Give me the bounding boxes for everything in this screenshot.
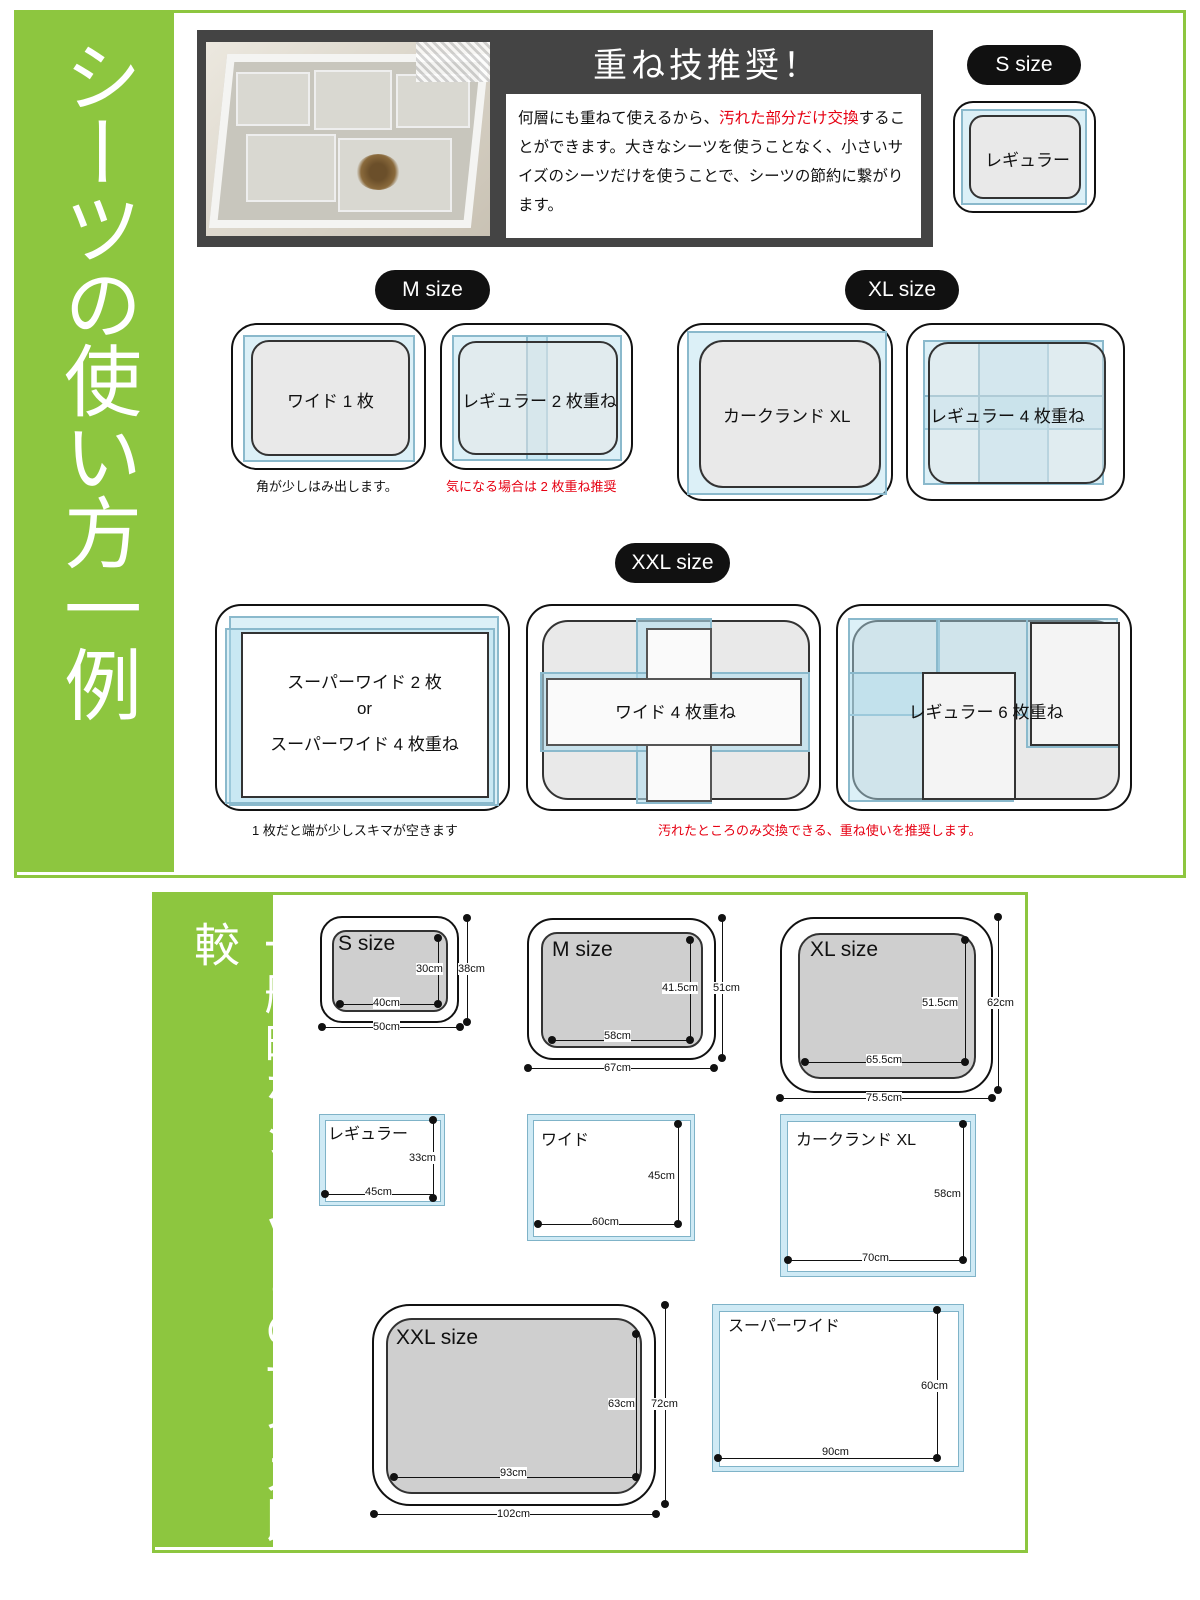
regular-sheet-title: レギュラー bbox=[328, 1126, 409, 1143]
xl-size-kirkland-label: カークランド XL bbox=[723, 407, 851, 426]
s-tray-outer-w: 50cm bbox=[373, 1021, 400, 1033]
tip-banner: 重ね技推奨！ 何層にも重ねて使えるから、汚れた部分だけ交換することができます。大… bbox=[197, 30, 933, 247]
xxl-tray-title: XXL size bbox=[396, 1326, 479, 1349]
xxl-right-caption: 汚れたところのみ交換できる、重ね使いを推奨します。 bbox=[658, 823, 982, 838]
xl-size-tray-kirkland: カークランド XL bbox=[677, 323, 893, 501]
m-size-tray-regular: レギュラー 2 枚重ね bbox=[440, 323, 633, 470]
wide-sheet-title: ワイド bbox=[541, 1132, 590, 1149]
m-tray-outer-w: 67cm bbox=[604, 1062, 631, 1074]
superwide-sheet-diagram bbox=[712, 1304, 964, 1472]
superwide-sheet-w: 90cm bbox=[822, 1446, 849, 1458]
m-size-left-caption: 角が少しはみ出します。 bbox=[256, 479, 398, 494]
size-compare-sidebar: 一般的なシーツとのサイズ比較 bbox=[155, 895, 311, 1547]
m-tray-outer-h: 51cm bbox=[713, 982, 740, 994]
size-compare-vertical-title: 一般的なシーツとのサイズ比較 bbox=[187, 921, 311, 1545]
wide-sheet-h: 45cm bbox=[648, 1170, 675, 1182]
regular-sheet-h: 33cm bbox=[409, 1152, 436, 1164]
m-tray-title: M size bbox=[552, 938, 613, 961]
xxl-tray-outer-w: 102cm bbox=[497, 1508, 531, 1520]
xl-tray-title: XL size bbox=[810, 938, 879, 961]
regular-sheet-w: 45cm bbox=[365, 1186, 392, 1198]
xxl-size-pill: XXL size bbox=[615, 543, 730, 583]
m-size-tray-wide: ワイド 1 枚 bbox=[231, 323, 426, 470]
banner-heading: 重ね技推奨！ bbox=[593, 46, 821, 86]
xxl-tray-inner-w: 93cm bbox=[500, 1467, 527, 1479]
banner-text-highlight: 汚れた部分だけ交換 bbox=[719, 110, 859, 127]
xxl-tray-inner-h: 63cm bbox=[608, 1398, 635, 1410]
banner-text-after: することができます。大きなシーツを使うことなく、小さいサイズのシーツだけを使うこ… bbox=[518, 110, 906, 214]
kirkland-sheet-h: 58cm bbox=[934, 1188, 961, 1200]
xl-size-regular-label: レギュラー 4 枚重ね bbox=[930, 407, 1085, 426]
m-size-right-caption: 気になる場合は 2 枚重ね推奨 bbox=[446, 479, 617, 494]
kirkland-sheet-title: カークランド XL bbox=[796, 1132, 917, 1149]
xxl-size-tray-wide: ワイド 4 枚重ね bbox=[526, 604, 821, 811]
wide-sheet-w: 60cm bbox=[592, 1216, 619, 1228]
s-tray-outer-h: 38cm bbox=[458, 963, 485, 975]
xxl-tray-outer-h: 72cm bbox=[651, 1398, 678, 1410]
xl-tray-inner-w: 65.5cm bbox=[866, 1054, 903, 1066]
tray-photo bbox=[206, 42, 490, 236]
banner-text-before: 何層にも重ねて使えるから、 bbox=[518, 110, 720, 127]
s-size-label: レギュラー bbox=[985, 151, 1070, 170]
m-size-regular-label: レギュラー 2 枚重ね bbox=[462, 392, 617, 411]
m-size-pill: M size bbox=[375, 270, 490, 310]
xl-tray-outer-w: 75.5cm bbox=[866, 1092, 903, 1104]
xxl-superwide-line1: スーパーワイド 2 枚 bbox=[287, 673, 442, 692]
superwide-sheet-h: 60cm bbox=[921, 1380, 948, 1392]
xxl-size-tray-regular: レギュラー 6 枚重ね bbox=[836, 604, 1132, 811]
xxl-left-caption: 1 枚だと端が少しスキマが空きます bbox=[252, 823, 458, 838]
xl-size-tray-regular: レギュラー 4 枚重ね bbox=[906, 323, 1125, 501]
xl-tray-outer-h: 62cm bbox=[987, 997, 1014, 1009]
xxl-superwide-line2: or bbox=[356, 699, 373, 718]
xxl-wide-label: ワイド 4 枚重ね bbox=[615, 703, 736, 722]
superwide-sheet-title: スーパーワイド bbox=[728, 1318, 840, 1335]
s-tray-inner-w: 40cm bbox=[373, 997, 400, 1009]
xl-tray-inner-h: 51.5cm bbox=[922, 997, 959, 1009]
s-size-tray: レギュラー bbox=[953, 101, 1096, 213]
banner-text-box: 何層にも重ねて使えるから、汚れた部分だけ交換することができます。大きなシーツを使… bbox=[506, 94, 921, 238]
s-tray-title: S size bbox=[338, 932, 396, 955]
xl-size-pill: XL size bbox=[845, 270, 959, 310]
s-tray-inner-h: 30cm bbox=[416, 963, 443, 975]
s-size-pill: S size bbox=[967, 45, 1081, 85]
usage-sidebar: シーツの使い方一例 bbox=[17, 13, 174, 872]
kirkland-sheet-w: 70cm bbox=[862, 1252, 889, 1264]
stain-spot bbox=[356, 154, 400, 190]
usage-vertical-title: シーツの使い方一例 bbox=[51, 37, 141, 721]
xxl-regular-label: レギュラー 6 枚重ね bbox=[908, 703, 1064, 722]
xxl-size-tray-superwide: スーパーワイド 2 枚 or スーパーワイド 4 枚重ね bbox=[215, 604, 510, 811]
m-tray-inner-w: 58cm bbox=[604, 1030, 631, 1042]
m-tray-inner-h: 41.5cm bbox=[662, 982, 699, 994]
xxl-superwide-line3: スーパーワイド 4 枚重ね bbox=[270, 735, 459, 754]
m-size-wide-label: ワイド 1 枚 bbox=[287, 392, 374, 411]
